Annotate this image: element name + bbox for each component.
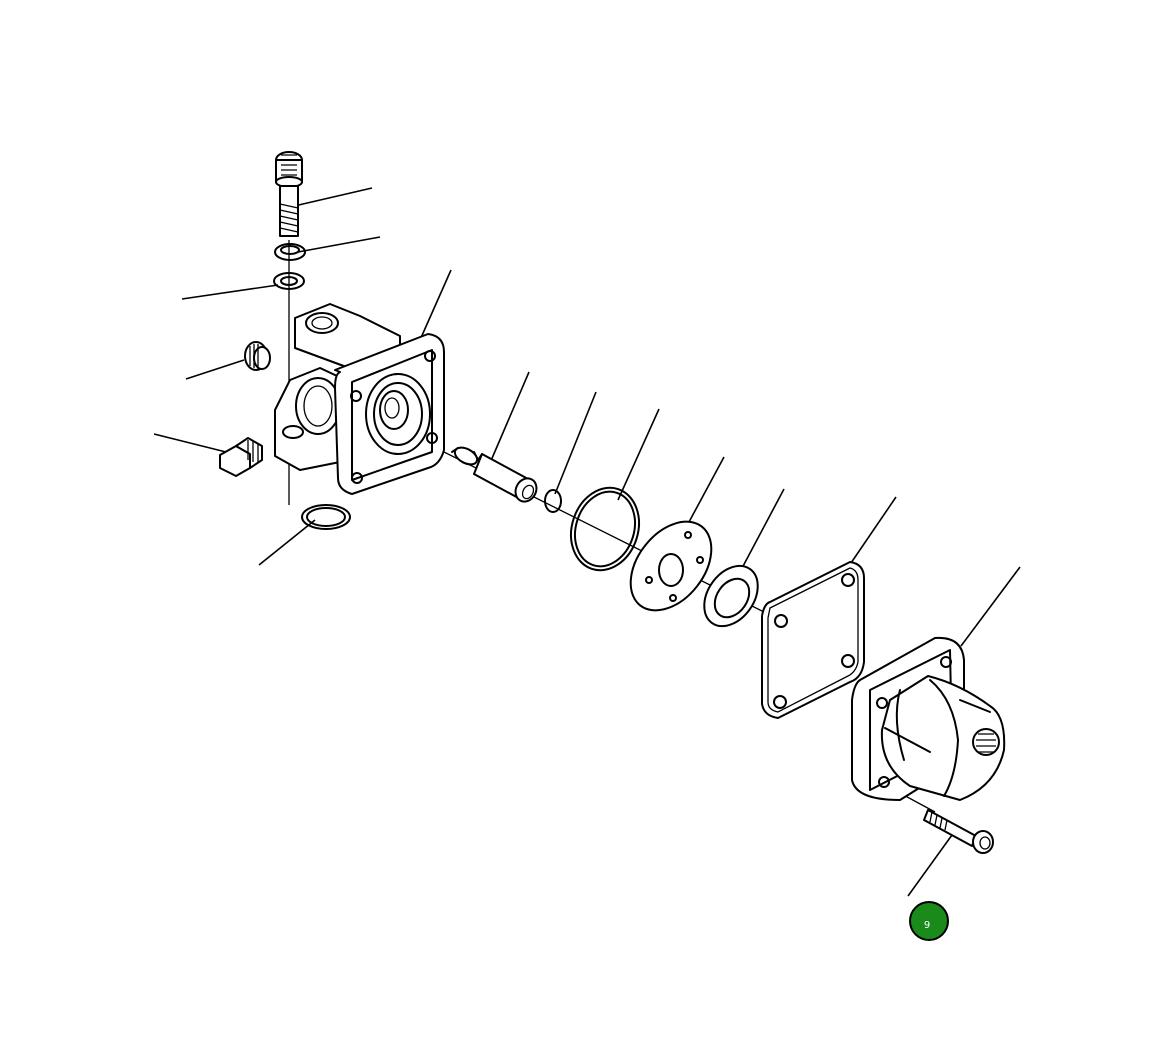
o-ring-small bbox=[544, 489, 562, 513]
disc-plate bbox=[629, 520, 713, 612]
flat-washer bbox=[273, 272, 305, 290]
mounting-bolt bbox=[923, 809, 994, 854]
plunger-spring bbox=[451, 446, 538, 503]
gasket bbox=[761, 561, 865, 719]
cap-screw-top bbox=[275, 151, 303, 237]
callout-9[interactable]: 9 bbox=[909, 901, 949, 941]
seal-ring bbox=[703, 564, 759, 628]
solenoid-actuator bbox=[851, 636, 1006, 801]
spring-washer bbox=[274, 243, 306, 261]
plug-large bbox=[219, 437, 263, 477]
o-ring-large bbox=[570, 486, 640, 572]
callout-9-bubble[interactable] bbox=[909, 901, 949, 941]
leader-lines bbox=[153, 187, 1021, 897]
callout-9-label: 9 bbox=[924, 920, 930, 931]
valve-body bbox=[274, 303, 445, 495]
o-ring-bottom bbox=[301, 504, 351, 530]
plug-small bbox=[244, 341, 271, 371]
